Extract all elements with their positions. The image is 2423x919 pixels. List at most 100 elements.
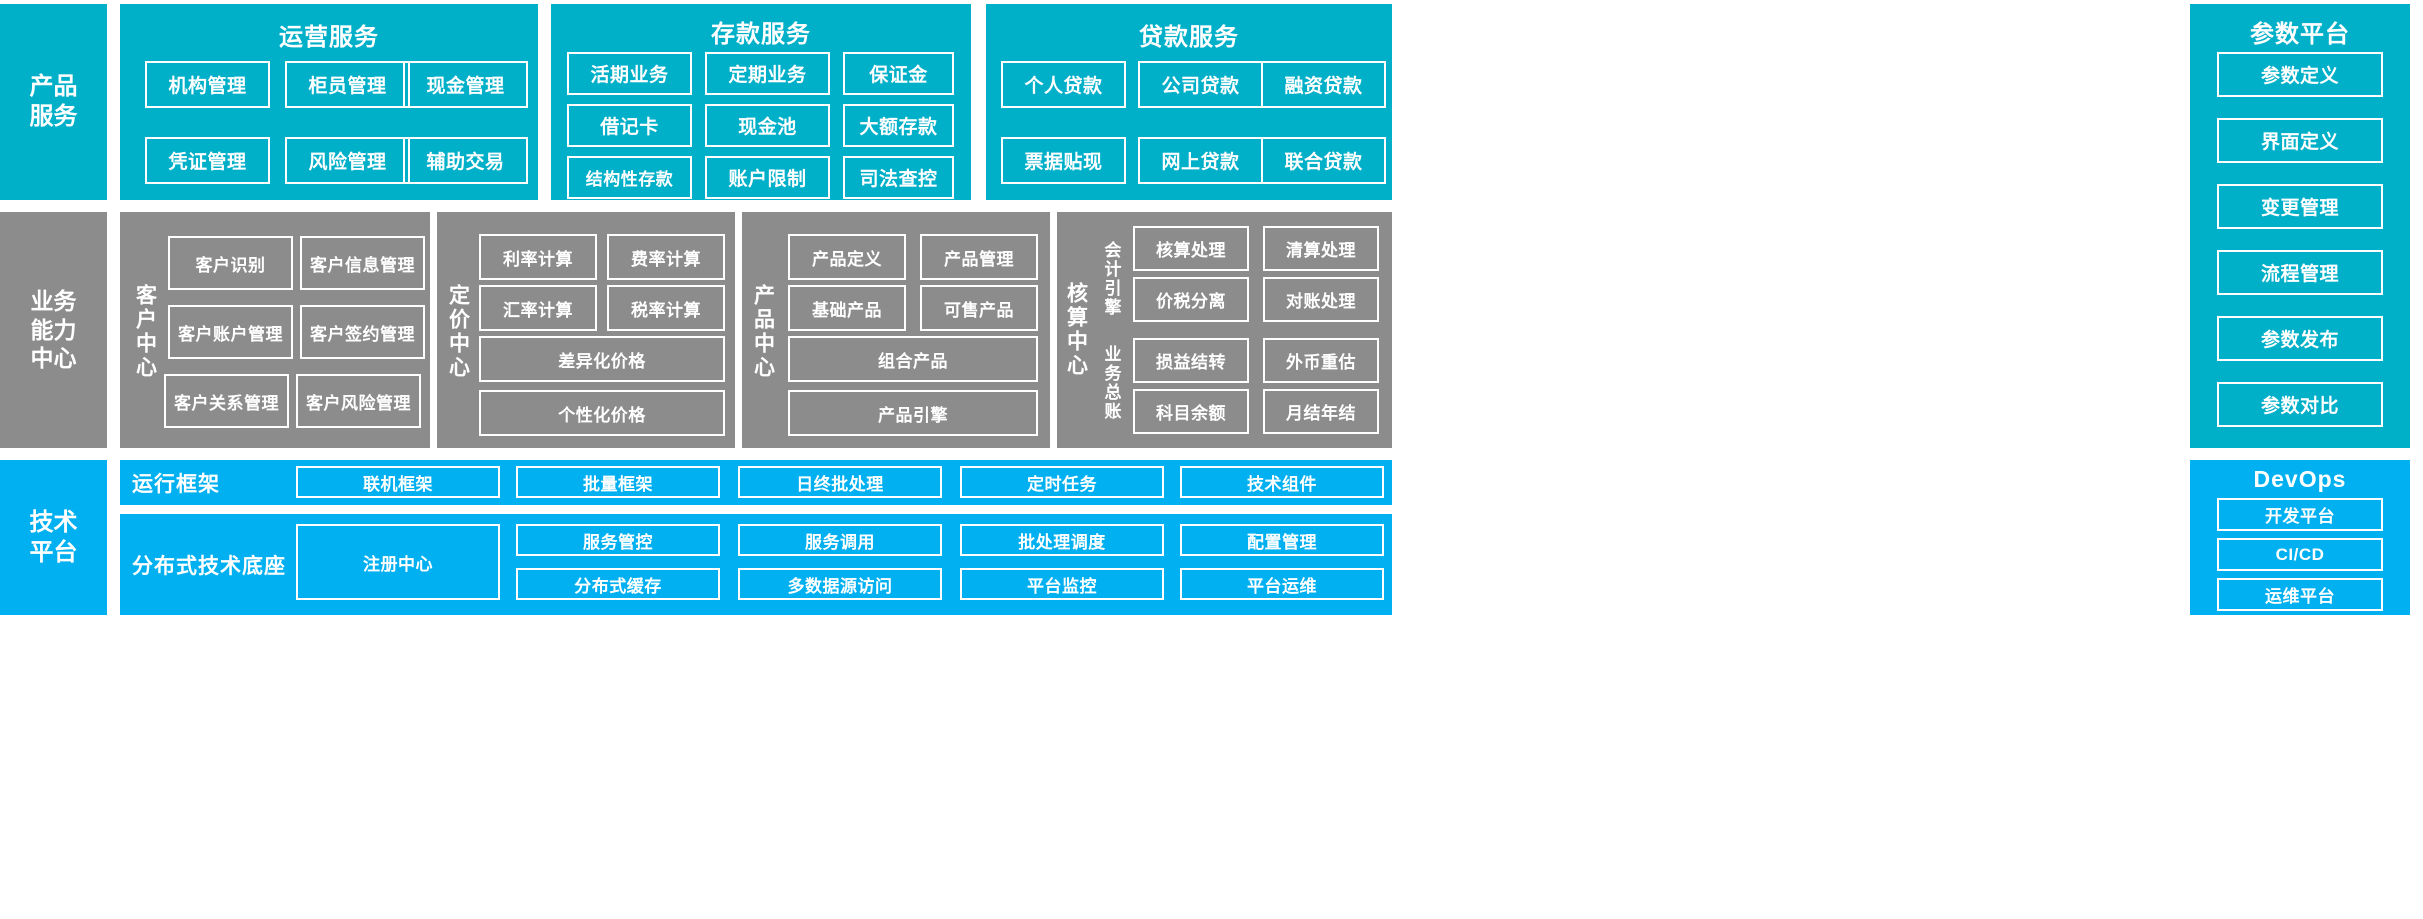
service-cell[interactable]: 保证金 [843, 52, 954, 95]
panel-customer-center: 客户中心 客户识别 客户信息管理 客户账户管理 客户签约管理 客户关系管理 客户… [120, 212, 430, 448]
service-cell[interactable]: 定期业务 [705, 52, 830, 95]
capability-cell[interactable]: 外币重估 [1263, 338, 1379, 383]
capability-cell[interactable]: 组合产品 [788, 336, 1038, 382]
service-cell[interactable]: 公司贷款 [1138, 61, 1263, 108]
capability-cell[interactable]: 产品引擎 [788, 390, 1038, 436]
row-label-runtime-framework: 运行框架 [132, 472, 220, 496]
tech-cell[interactable]: 批量框架 [516, 466, 720, 498]
devops-cell[interactable]: 运维平台 [2217, 578, 2383, 611]
tech-cell[interactable]: 技术组件 [1180, 466, 1384, 498]
capability-cell[interactable]: 客户签约管理 [300, 305, 425, 359]
capability-cell[interactable]: 价税分离 [1133, 277, 1249, 322]
layer-label-product-service-text: 产品 服务 [29, 73, 78, 130]
tech-cell[interactable]: 配置管理 [1180, 524, 1384, 556]
tech-cell[interactable]: 服务管控 [516, 524, 720, 556]
parameter-cell[interactable]: 参数对比 [2217, 382, 2383, 427]
center-label-accounting: 核算中心 [1064, 282, 1088, 378]
service-cell[interactable]: 辅助交易 [403, 137, 528, 184]
parameter-cell[interactable]: 参数定义 [2217, 52, 2383, 97]
panel-title-parameter-platform: 参数平台 [2250, 21, 2350, 48]
parameter-cell[interactable]: 变更管理 [2217, 184, 2383, 229]
tech-cell[interactable]: 服务调用 [738, 524, 942, 556]
capability-cell[interactable]: 费率计算 [607, 234, 725, 280]
devops-cell[interactable]: 开发平台 [2217, 498, 2383, 531]
service-cell[interactable]: 司法查控 [843, 156, 954, 199]
capability-cell[interactable]: 基础产品 [788, 285, 906, 331]
capability-cell[interactable]: 清算处理 [1263, 226, 1379, 271]
service-cell[interactable]: 现金管理 [403, 61, 528, 108]
layer-label-technical-platform: 技术 平台 [0, 460, 107, 615]
panel-title-operation-service: 运营服务 [279, 24, 379, 51]
capability-cell[interactable]: 利率计算 [479, 234, 597, 280]
layer-label-technical-platform-text: 技术 平台 [29, 508, 78, 566]
panel-operation-service: 运营服务 机构管理 柜员管理 现金管理 凭证管理 风险管理 辅助交易 [120, 4, 538, 200]
tech-cell[interactable]: 定时任务 [960, 466, 1164, 498]
panel-parameter-platform: 参数平台 参数定义 界面定义 变更管理 流程管理 参数发布 参数对比 [2190, 4, 2410, 448]
service-cell[interactable]: 活期业务 [567, 52, 692, 95]
center-label-product: 产品中心 [751, 284, 775, 380]
panel-pricing-center: 定价中心 利率计算 费率计算 汇率计算 税率计算 差异化价格 个性化价格 [437, 212, 735, 448]
service-cell[interactable]: 网上贷款 [1138, 137, 1263, 184]
panel-loan-service: 贷款服务 个人贷款 公司贷款 融资贷款 票据贴现 网上贷款 联合贷款 [986, 4, 1392, 200]
panel-devops: DevOps 开发平台 CI/CD 运维平台 [2190, 460, 2410, 615]
tech-cell-register-center[interactable]: 注册中心 [296, 524, 500, 600]
subgroup-label-accounting-engine: 会计引擎 [1101, 241, 1121, 317]
tech-cell[interactable]: 多数据源访问 [738, 568, 942, 600]
row-label-distributed-base: 分布式技术底座 [132, 554, 286, 578]
service-cell[interactable]: 现金池 [705, 104, 830, 147]
panel-product-center: 产品中心 产品定义 产品管理 基础产品 可售产品 组合产品 产品引擎 [742, 212, 1050, 448]
capability-cell[interactable]: 客户识别 [168, 236, 293, 290]
capability-cell[interactable]: 产品管理 [920, 234, 1038, 280]
service-cell[interactable]: 个人贷款 [1001, 61, 1126, 108]
capability-cell[interactable]: 可售产品 [920, 285, 1038, 331]
devops-cell[interactable]: CI/CD [2217, 538, 2383, 571]
panel-distributed-base: 分布式技术底座 注册中心 服务管控 服务调用 批处理调度 配置管理 分布式缓存 … [120, 514, 1392, 615]
capability-cell[interactable]: 损益结转 [1133, 338, 1249, 383]
capability-cell[interactable]: 核算处理 [1133, 226, 1249, 271]
layer-label-business-capability-text: 业务 能力 中心 [30, 287, 77, 372]
tech-cell[interactable]: 联机框架 [296, 466, 500, 498]
panel-title-loan-service: 贷款服务 [1139, 24, 1239, 51]
panel-title-devops: DevOps [2253, 466, 2347, 492]
layer-label-business-capability: 业务 能力 中心 [0, 212, 107, 448]
service-cell[interactable]: 柜员管理 [285, 61, 410, 108]
service-cell[interactable]: 风险管理 [285, 137, 410, 184]
capability-cell[interactable]: 科目余额 [1133, 389, 1249, 434]
service-cell[interactable]: 凭证管理 [145, 137, 270, 184]
capability-cell[interactable]: 差异化价格 [479, 336, 725, 382]
tech-cell[interactable]: 平台运维 [1180, 568, 1384, 600]
service-cell[interactable]: 票据贴现 [1001, 137, 1126, 184]
tech-cell[interactable]: 分布式缓存 [516, 568, 720, 600]
tech-cell[interactable]: 日终批处理 [738, 466, 942, 498]
tech-cell[interactable]: 批处理调度 [960, 524, 1164, 556]
parameter-cell[interactable]: 界面定义 [2217, 118, 2383, 163]
service-cell[interactable]: 机构管理 [145, 61, 270, 108]
subgroup-label-general-ledger: 业务总账 [1101, 345, 1121, 421]
service-cell[interactable]: 大额存款 [843, 104, 954, 147]
capability-cell[interactable]: 客户信息管理 [300, 236, 425, 290]
capability-cell[interactable]: 月结年结 [1263, 389, 1379, 434]
panel-deposit-service: 存款服务 活期业务 定期业务 保证金 借记卡 现金池 大额存款 结构性存款 账户… [551, 4, 971, 200]
service-cell[interactable]: 联合贷款 [1261, 137, 1386, 184]
service-cell[interactable]: 借记卡 [567, 104, 692, 147]
capability-cell[interactable]: 汇率计算 [479, 285, 597, 331]
panel-runtime-framework: 运行框架 联机框架 批量框架 日终批处理 定时任务 技术组件 [120, 460, 1392, 505]
panel-accounting-center: 核算中心 会计引擎 业务总账 核算处理 清算处理 价税分离 对账处理 损益结转 … [1057, 212, 1392, 448]
capability-cell[interactable]: 对账处理 [1263, 277, 1379, 322]
center-label-pricing: 定价中心 [446, 284, 470, 380]
capability-cell[interactable]: 个性化价格 [479, 390, 725, 436]
capability-cell[interactable]: 产品定义 [788, 234, 906, 280]
parameter-cell[interactable]: 流程管理 [2217, 250, 2383, 295]
parameter-cell[interactable]: 参数发布 [2217, 316, 2383, 361]
capability-cell[interactable]: 客户风险管理 [296, 374, 421, 428]
service-cell[interactable]: 结构性存款 [567, 156, 692, 199]
service-cell[interactable]: 融资贷款 [1261, 61, 1386, 108]
panel-title-deposit-service: 存款服务 [711, 21, 811, 48]
capability-cell[interactable]: 客户账户管理 [168, 305, 293, 359]
center-label-customer: 客户中心 [133, 284, 157, 380]
capability-cell[interactable]: 客户关系管理 [164, 374, 289, 428]
layer-label-product-service: 产品 服务 [0, 4, 107, 200]
service-cell[interactable]: 账户限制 [705, 156, 830, 199]
capability-cell[interactable]: 税率计算 [607, 285, 725, 331]
tech-cell[interactable]: 平台监控 [960, 568, 1164, 600]
